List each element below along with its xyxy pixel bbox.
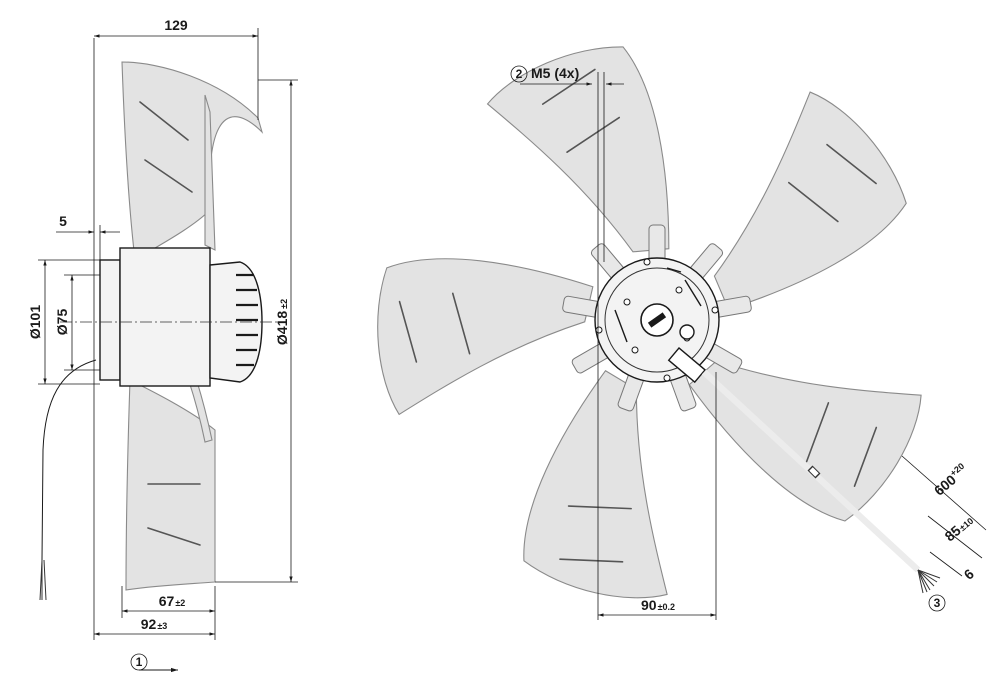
dim-depth-total: 92±3 [141,616,168,632]
side-cable [41,359,97,561]
side-blade-top [121,61,264,261]
dim-thread-spec: M5 (4x) [531,65,579,81]
dim-flange-offset: 5 [59,213,67,229]
marker-airflow: 1 [136,655,143,669]
dim-depth-hub: 67±2 [159,593,186,609]
marker-thread: 2 [516,67,523,81]
side-blade-bottom [125,379,216,591]
dim-cable-length: 600+20 [930,461,971,499]
dim-diameter-hub: Ø75 [54,309,70,336]
dim-diameter-mount: Ø101 [27,305,43,339]
side-view: 129 5 Ø101 Ø75 Ø418±2 67±2 92±3 [27,17,298,673]
dim-diameter-impeller: Ø418±2 [274,299,290,345]
dim-width-overall: 129 [164,17,188,33]
dim-hole-spacing: 90±0.2 [641,597,675,613]
front-view: 2 M5 (4x) 90±0.2 600+20 85±10 6 3 [353,42,987,635]
dim-wire-strip: 6 [961,565,977,582]
side-motor [99,259,121,381]
marker-cable: 3 [934,596,941,610]
